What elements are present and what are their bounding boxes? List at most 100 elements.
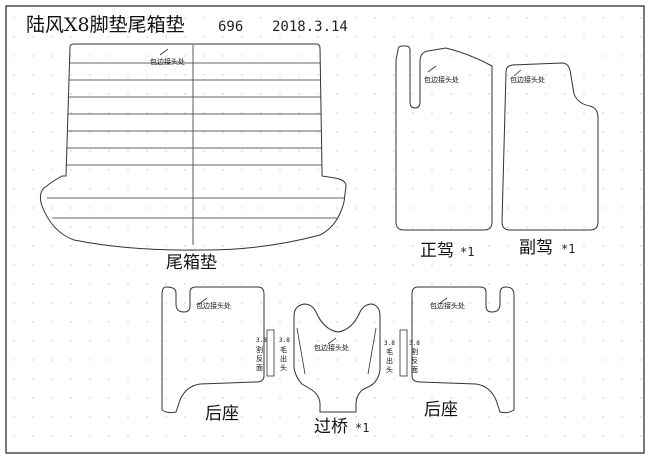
grid-dot bbox=[241, 169, 243, 171]
grid-dot bbox=[32, 245, 34, 247]
grid-dot bbox=[621, 169, 623, 171]
grid-dot bbox=[526, 17, 528, 19]
grid-dot bbox=[602, 359, 604, 361]
grid-dot bbox=[507, 321, 509, 323]
grid-dot bbox=[89, 340, 91, 342]
grid-dot bbox=[222, 17, 224, 19]
grid-dot bbox=[13, 245, 15, 247]
rear-right-joint-note: 包边接头处 bbox=[430, 301, 465, 310]
grid-dot bbox=[469, 188, 471, 190]
grid-dot bbox=[279, 55, 281, 57]
passenger-mat-qty: *1 bbox=[561, 242, 575, 256]
grid-dot bbox=[336, 283, 338, 285]
grid-dot bbox=[488, 169, 490, 171]
grid-dot bbox=[127, 283, 129, 285]
grid-dot bbox=[450, 36, 452, 38]
grid-dot bbox=[374, 397, 376, 399]
grid-dot bbox=[260, 397, 262, 399]
grid-dot bbox=[146, 112, 148, 114]
grid-dot bbox=[355, 264, 357, 266]
grid-dot bbox=[203, 264, 205, 266]
grid-dot bbox=[165, 55, 167, 57]
grid-dot bbox=[70, 169, 72, 171]
grid-dot bbox=[127, 378, 129, 380]
grid-dot bbox=[317, 131, 319, 133]
grid-dot bbox=[203, 340, 205, 342]
grid-dot bbox=[165, 245, 167, 247]
grid-dot bbox=[13, 397, 15, 399]
grid-dot bbox=[146, 435, 148, 437]
grid-dot bbox=[70, 264, 72, 266]
grid-dot bbox=[526, 359, 528, 361]
grid-dot bbox=[450, 169, 452, 171]
grid-dot bbox=[127, 55, 129, 57]
grid-dot bbox=[51, 169, 53, 171]
trunk-mat-label: 尾箱垫 bbox=[166, 253, 217, 273]
grid-dot bbox=[298, 150, 300, 152]
grid-dot bbox=[165, 283, 167, 285]
grid-dot bbox=[393, 264, 395, 266]
grid-dot bbox=[32, 207, 34, 209]
grid-dot bbox=[469, 245, 471, 247]
grid-dot bbox=[640, 321, 642, 323]
grid-dot bbox=[260, 378, 262, 380]
grid-dot bbox=[89, 245, 91, 247]
grid-dot bbox=[51, 36, 53, 38]
grid-dot bbox=[298, 435, 300, 437]
grid-dot bbox=[222, 245, 224, 247]
driver-joint-mark bbox=[427, 65, 437, 73]
grid-dot bbox=[32, 359, 34, 361]
grid-dot bbox=[279, 359, 281, 361]
grid-dot bbox=[184, 17, 186, 19]
grid-dot bbox=[564, 378, 566, 380]
grid-dot bbox=[13, 435, 15, 437]
grid-dot bbox=[108, 416, 110, 418]
grid-dot bbox=[70, 74, 72, 76]
grid-dot bbox=[165, 340, 167, 342]
grid-dot bbox=[298, 302, 300, 304]
grid-dot bbox=[545, 378, 547, 380]
grid-dot bbox=[146, 245, 148, 247]
rear-right-cut-2: 反 bbox=[411, 356, 418, 365]
grid-dot bbox=[127, 17, 129, 19]
grid-dot bbox=[507, 169, 509, 171]
grid-dot bbox=[146, 169, 148, 171]
grid-dot bbox=[450, 264, 452, 266]
grid-dot bbox=[317, 245, 319, 247]
grid-dot bbox=[146, 55, 148, 57]
grid-dot bbox=[336, 321, 338, 323]
grid-dot bbox=[89, 169, 91, 171]
grid-dot bbox=[222, 321, 224, 323]
grid-dot bbox=[298, 283, 300, 285]
grid-dot bbox=[336, 36, 338, 38]
grid-dot bbox=[260, 169, 262, 171]
grid-dot bbox=[469, 340, 471, 342]
grid-dot bbox=[640, 207, 642, 209]
grid-dot bbox=[70, 55, 72, 57]
grid-dot bbox=[488, 74, 490, 76]
grid-dot bbox=[393, 36, 395, 38]
grid-dot bbox=[583, 340, 585, 342]
grid-dot bbox=[51, 55, 53, 57]
grid-dot bbox=[298, 17, 300, 19]
grid-dot bbox=[431, 435, 433, 437]
grid-dot bbox=[583, 36, 585, 38]
grid-dot bbox=[374, 416, 376, 418]
grid-dot bbox=[279, 36, 281, 38]
grid-dot bbox=[51, 207, 53, 209]
grid-dot bbox=[393, 150, 395, 152]
grid-dot bbox=[355, 302, 357, 304]
grid-dot bbox=[70, 112, 72, 114]
grid-dot bbox=[165, 397, 167, 399]
grid-dot bbox=[545, 131, 547, 133]
grid-dot bbox=[564, 169, 566, 171]
grid-dot bbox=[222, 378, 224, 380]
grid-dot bbox=[146, 397, 148, 399]
grid-dot bbox=[13, 359, 15, 361]
grid-dot bbox=[374, 245, 376, 247]
grid-dot bbox=[488, 245, 490, 247]
grid-dot bbox=[488, 302, 490, 304]
grid-dot bbox=[602, 169, 604, 171]
passenger-mat-label: 副驾 bbox=[519, 238, 553, 258]
